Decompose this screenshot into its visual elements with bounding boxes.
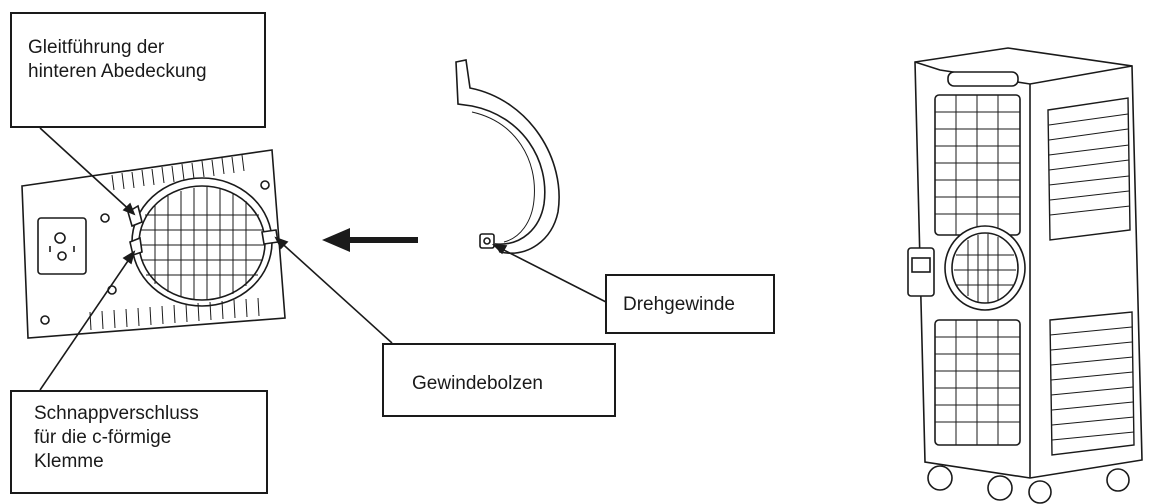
callout-threaded-bolt: Gewindebolzen [382, 343, 616, 417]
air-conditioner-illustration [907, 47, 1143, 504]
callout-snap-lock: Schnappverschluss für die c-förmige Klem… [10, 390, 268, 494]
callout-slide-guide-line-1: Gleitführung der [28, 37, 165, 58]
callout-threaded-bolt-line-1: Gewindebolzen [412, 373, 543, 394]
callout-slide-guide-line-2: hinteren Abedeckung [28, 61, 207, 82]
callout-rotary-thread-line-1: Drehgewinde [623, 294, 735, 315]
direction-arrow [322, 228, 418, 252]
leader-lines [39, 127, 607, 391]
c-clamp-illustration [455, 59, 560, 254]
callout-snap-lock-line-1: Schnappverschluss [34, 403, 199, 424]
callout-snap-lock-line-2: für die c-förmige [34, 427, 172, 448]
callout-slide-guide: Gleitführung der hinteren Abedeckung [10, 12, 266, 128]
callout-rotary-thread: Drehgewinde [605, 274, 775, 334]
rear-panel-illustration [21, 149, 286, 339]
callout-snap-lock-line-3: Klemme [34, 451, 104, 472]
